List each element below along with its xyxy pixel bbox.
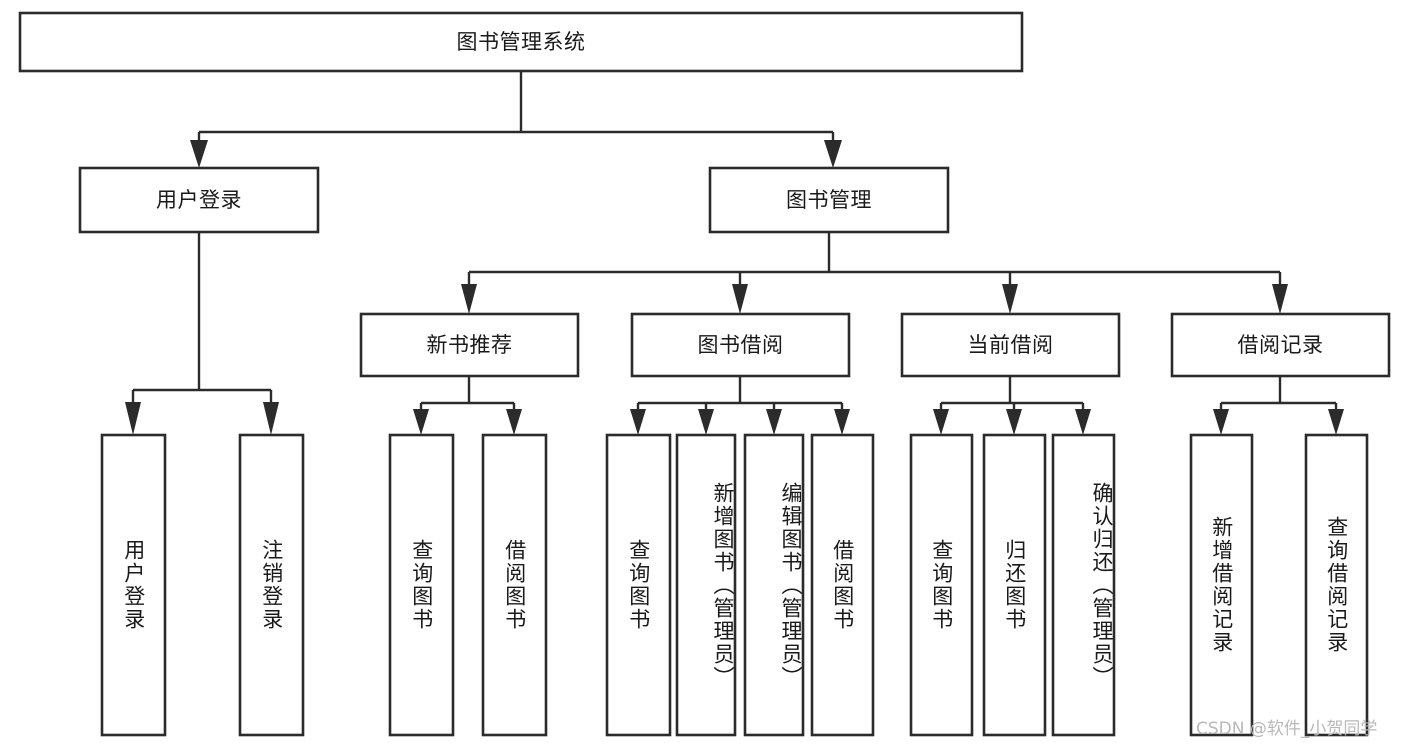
- node-box-leaf-query-record[interactable]: [1304, 433, 1369, 737]
- arrow-head-icon: [834, 409, 850, 435]
- node-box-leaf-borrow-book-1[interactable]: [481, 433, 548, 737]
- arrow-head-icon: [461, 284, 477, 314]
- node-box-root[interactable]: [18, 11, 1024, 73]
- node-box-leaf-query-book-1[interactable]: [388, 433, 455, 737]
- arrow-head-icon: [190, 140, 208, 168]
- csdn-watermark: CSDN @软件_小贺同学: [1196, 719, 1378, 739]
- connector-borrow-record-to-leaves: [1213, 376, 1344, 435]
- arrow-head-icon: [1328, 409, 1344, 435]
- node-box-current-borrow[interactable]: [900, 312, 1121, 378]
- arrow-head-icon: [125, 402, 141, 435]
- node-box-leaf-edit-book[interactable]: [743, 433, 805, 737]
- connector-current-borrow-to-leaves: [933, 376, 1091, 435]
- node-box-leaf-return-book[interactable]: [982, 433, 1047, 737]
- node-box-leaf-confirm-return[interactable]: [1051, 433, 1116, 737]
- arrow-head-icon: [698, 409, 714, 435]
- arrow-head-icon: [824, 140, 842, 168]
- arrow-head-icon: [933, 409, 949, 435]
- node-box-leaf-add-book[interactable]: [675, 433, 737, 737]
- node-box-user-login[interactable]: [78, 166, 320, 234]
- connector-book-manage-to-level3: [461, 232, 1288, 314]
- node-box-leaf-logout[interactable]: [238, 433, 305, 737]
- arrow-head-icon: [1075, 409, 1091, 435]
- arrow-head-icon: [630, 409, 646, 435]
- arrow-head-icon: [766, 409, 782, 435]
- node-box-new-book-recommend[interactable]: [359, 312, 580, 378]
- node-box-book-borrow[interactable]: [630, 312, 851, 378]
- node-box-borrow-record[interactable]: [1170, 312, 1391, 378]
- node-box-leaf-add-record[interactable]: [1189, 433, 1254, 737]
- connector-book-borrow-to-leaves: [630, 376, 850, 435]
- arrow-head-icon: [732, 284, 748, 314]
- node-box-leaf-query-book-3[interactable]: [909, 433, 974, 737]
- arrow-head-icon: [263, 402, 279, 435]
- arrow-head-icon: [413, 409, 429, 435]
- node-box-book-manage[interactable]: [708, 166, 950, 234]
- node-box-leaf-borrow-book-2[interactable]: [810, 433, 875, 737]
- arrow-head-icon: [1006, 409, 1022, 435]
- arrow-head-icon: [1002, 284, 1018, 314]
- arrow-head-icon: [1213, 409, 1229, 435]
- arrow-head-icon: [1272, 284, 1288, 314]
- connector-new-book-recommend-to-leaves: [413, 376, 522, 435]
- node-box-leaf-user-login[interactable]: [100, 433, 167, 737]
- connector-user-login-to-leaves: [125, 232, 279, 435]
- node-box-leaf-query-book-2[interactable]: [605, 433, 672, 737]
- arrow-head-icon: [506, 409, 522, 435]
- connector-root-to-level2: [190, 71, 842, 168]
